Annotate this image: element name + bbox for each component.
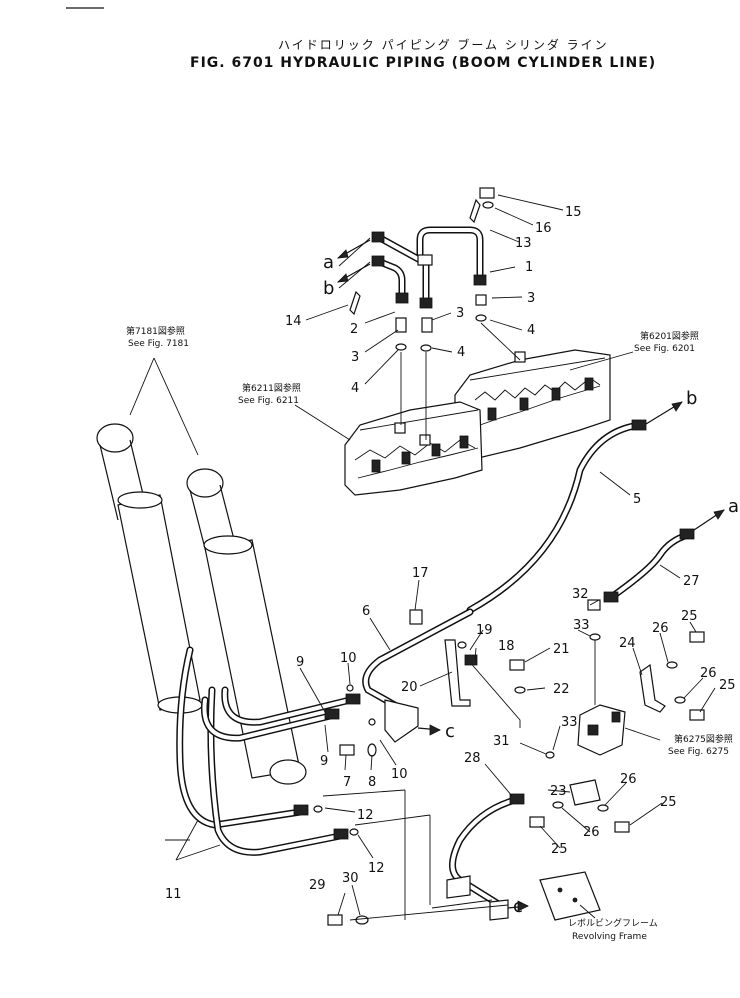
callout-13: 13 xyxy=(515,236,532,251)
callout-17: 17 xyxy=(412,566,429,581)
callout-3-right: 3 xyxy=(527,291,535,306)
ref-7181-en: See Fig. 7181 xyxy=(128,339,189,349)
bracket-24 xyxy=(639,663,666,713)
hose-6 xyxy=(362,608,474,743)
callout-9-upper: 9 xyxy=(296,655,304,670)
ref-6201-en: See Fig. 6201 xyxy=(634,344,695,354)
hose-28 xyxy=(446,793,525,921)
callout-20: 20 xyxy=(401,680,418,695)
callout-12-lower: 12 xyxy=(368,861,385,876)
callout-31: 31 xyxy=(493,734,510,749)
ref-6211-jp: 第6211図参照 xyxy=(242,382,301,394)
revolving-frame-plate xyxy=(539,871,601,921)
callout-16: 16 xyxy=(535,221,552,236)
callout-15: 15 xyxy=(565,205,582,220)
callout-32: 32 xyxy=(572,587,589,602)
callout-18: 18 xyxy=(498,639,515,654)
callout-5: 5 xyxy=(633,492,641,507)
callout-33-lower: 33 xyxy=(561,715,578,730)
hose-27 xyxy=(603,528,695,603)
ref-6275-en: See Fig. 6275 xyxy=(668,747,729,757)
callout-30: 30 xyxy=(342,871,359,886)
bracket-23 xyxy=(569,779,601,806)
callout-29: 29 xyxy=(309,878,326,893)
callout-24: 24 xyxy=(619,636,636,651)
callout-2: 2 xyxy=(350,322,358,337)
callout-9-lower: 9 xyxy=(320,754,328,769)
ref-6275-jp: 第6275図参照 xyxy=(674,733,733,745)
callout-25-d: 25 xyxy=(551,842,568,857)
callout-12-upper: 12 xyxy=(357,808,374,823)
callout-28: 28 xyxy=(464,751,481,766)
revolving-frame-en: Revolving Frame xyxy=(572,932,647,942)
leader-lines xyxy=(129,194,716,921)
callout-14: 14 xyxy=(285,314,302,329)
callout-6: 6 xyxy=(362,604,370,619)
ref-7181-jp: 第7181図参照 xyxy=(126,325,185,337)
title-japanese: ハイドロリック パイピング ブーム シリンダ ライン xyxy=(278,37,609,52)
callout-10-upper: 10 xyxy=(340,651,357,666)
callout-26-a: 26 xyxy=(652,621,669,636)
letter-c-middle: c xyxy=(445,721,455,742)
callout-11: 11 xyxy=(165,887,182,902)
ref-6201-jp: 第6201図参照 xyxy=(640,330,699,342)
callout-26-d: 26 xyxy=(583,825,600,840)
ref-6211-en: See Fig. 6211 xyxy=(238,396,299,406)
figure-title: FIG. 6701 HYDRAULIC PIPING (BOOM CYLINDE… xyxy=(190,55,656,71)
bracket-20 xyxy=(444,639,521,728)
callout-19: 19 xyxy=(476,623,493,638)
bolts xyxy=(327,609,705,926)
callout-25-a: 25 xyxy=(681,609,698,624)
callout-4-right: 4 xyxy=(527,323,535,338)
callout-33-upper: 33 xyxy=(573,618,590,633)
callout-26-c: 26 xyxy=(620,772,637,787)
callout-10-lower: 10 xyxy=(391,767,408,782)
letter-a-upper: a xyxy=(323,252,334,273)
check-valve-6275 xyxy=(577,599,626,756)
callout-1: 1 xyxy=(525,260,533,275)
callout-8: 8 xyxy=(368,775,376,790)
letter-b-hose: b xyxy=(686,388,697,409)
cylinder-hose-9 xyxy=(200,686,361,742)
letter-b-upper: b xyxy=(323,278,334,299)
control-valve-front xyxy=(344,401,483,496)
control-valve-rear xyxy=(454,349,611,461)
boom-cylinder-left xyxy=(96,423,203,714)
callout-3-left: 3 xyxy=(351,350,359,365)
callout-7: 7 xyxy=(343,775,351,790)
letter-c-lower: c xyxy=(513,896,523,917)
callout-27: 27 xyxy=(683,574,700,589)
direction-arrows xyxy=(336,239,725,912)
callout-4-left: 4 xyxy=(351,381,359,396)
hose-5 xyxy=(466,419,647,614)
part-callouts: 1 2 3 3 3 4 4 4 5 6 7 8 9 9 10 10 11 12 … xyxy=(165,205,736,902)
callout-3-mid: 3 xyxy=(456,306,464,321)
callout-4-mid: 4 xyxy=(457,345,465,360)
upper-pipe-assembly xyxy=(349,187,521,440)
callout-23: 23 xyxy=(550,784,567,799)
callout-25-c: 25 xyxy=(660,795,677,810)
callout-25-b: 25 xyxy=(719,678,736,693)
callout-21: 21 xyxy=(553,642,570,657)
callout-26-b: 26 xyxy=(700,666,717,681)
revolving-frame-jp: レボルビングフレーム xyxy=(568,917,658,929)
callout-22: 22 xyxy=(553,682,570,697)
letter-a-hose: a xyxy=(728,496,739,517)
